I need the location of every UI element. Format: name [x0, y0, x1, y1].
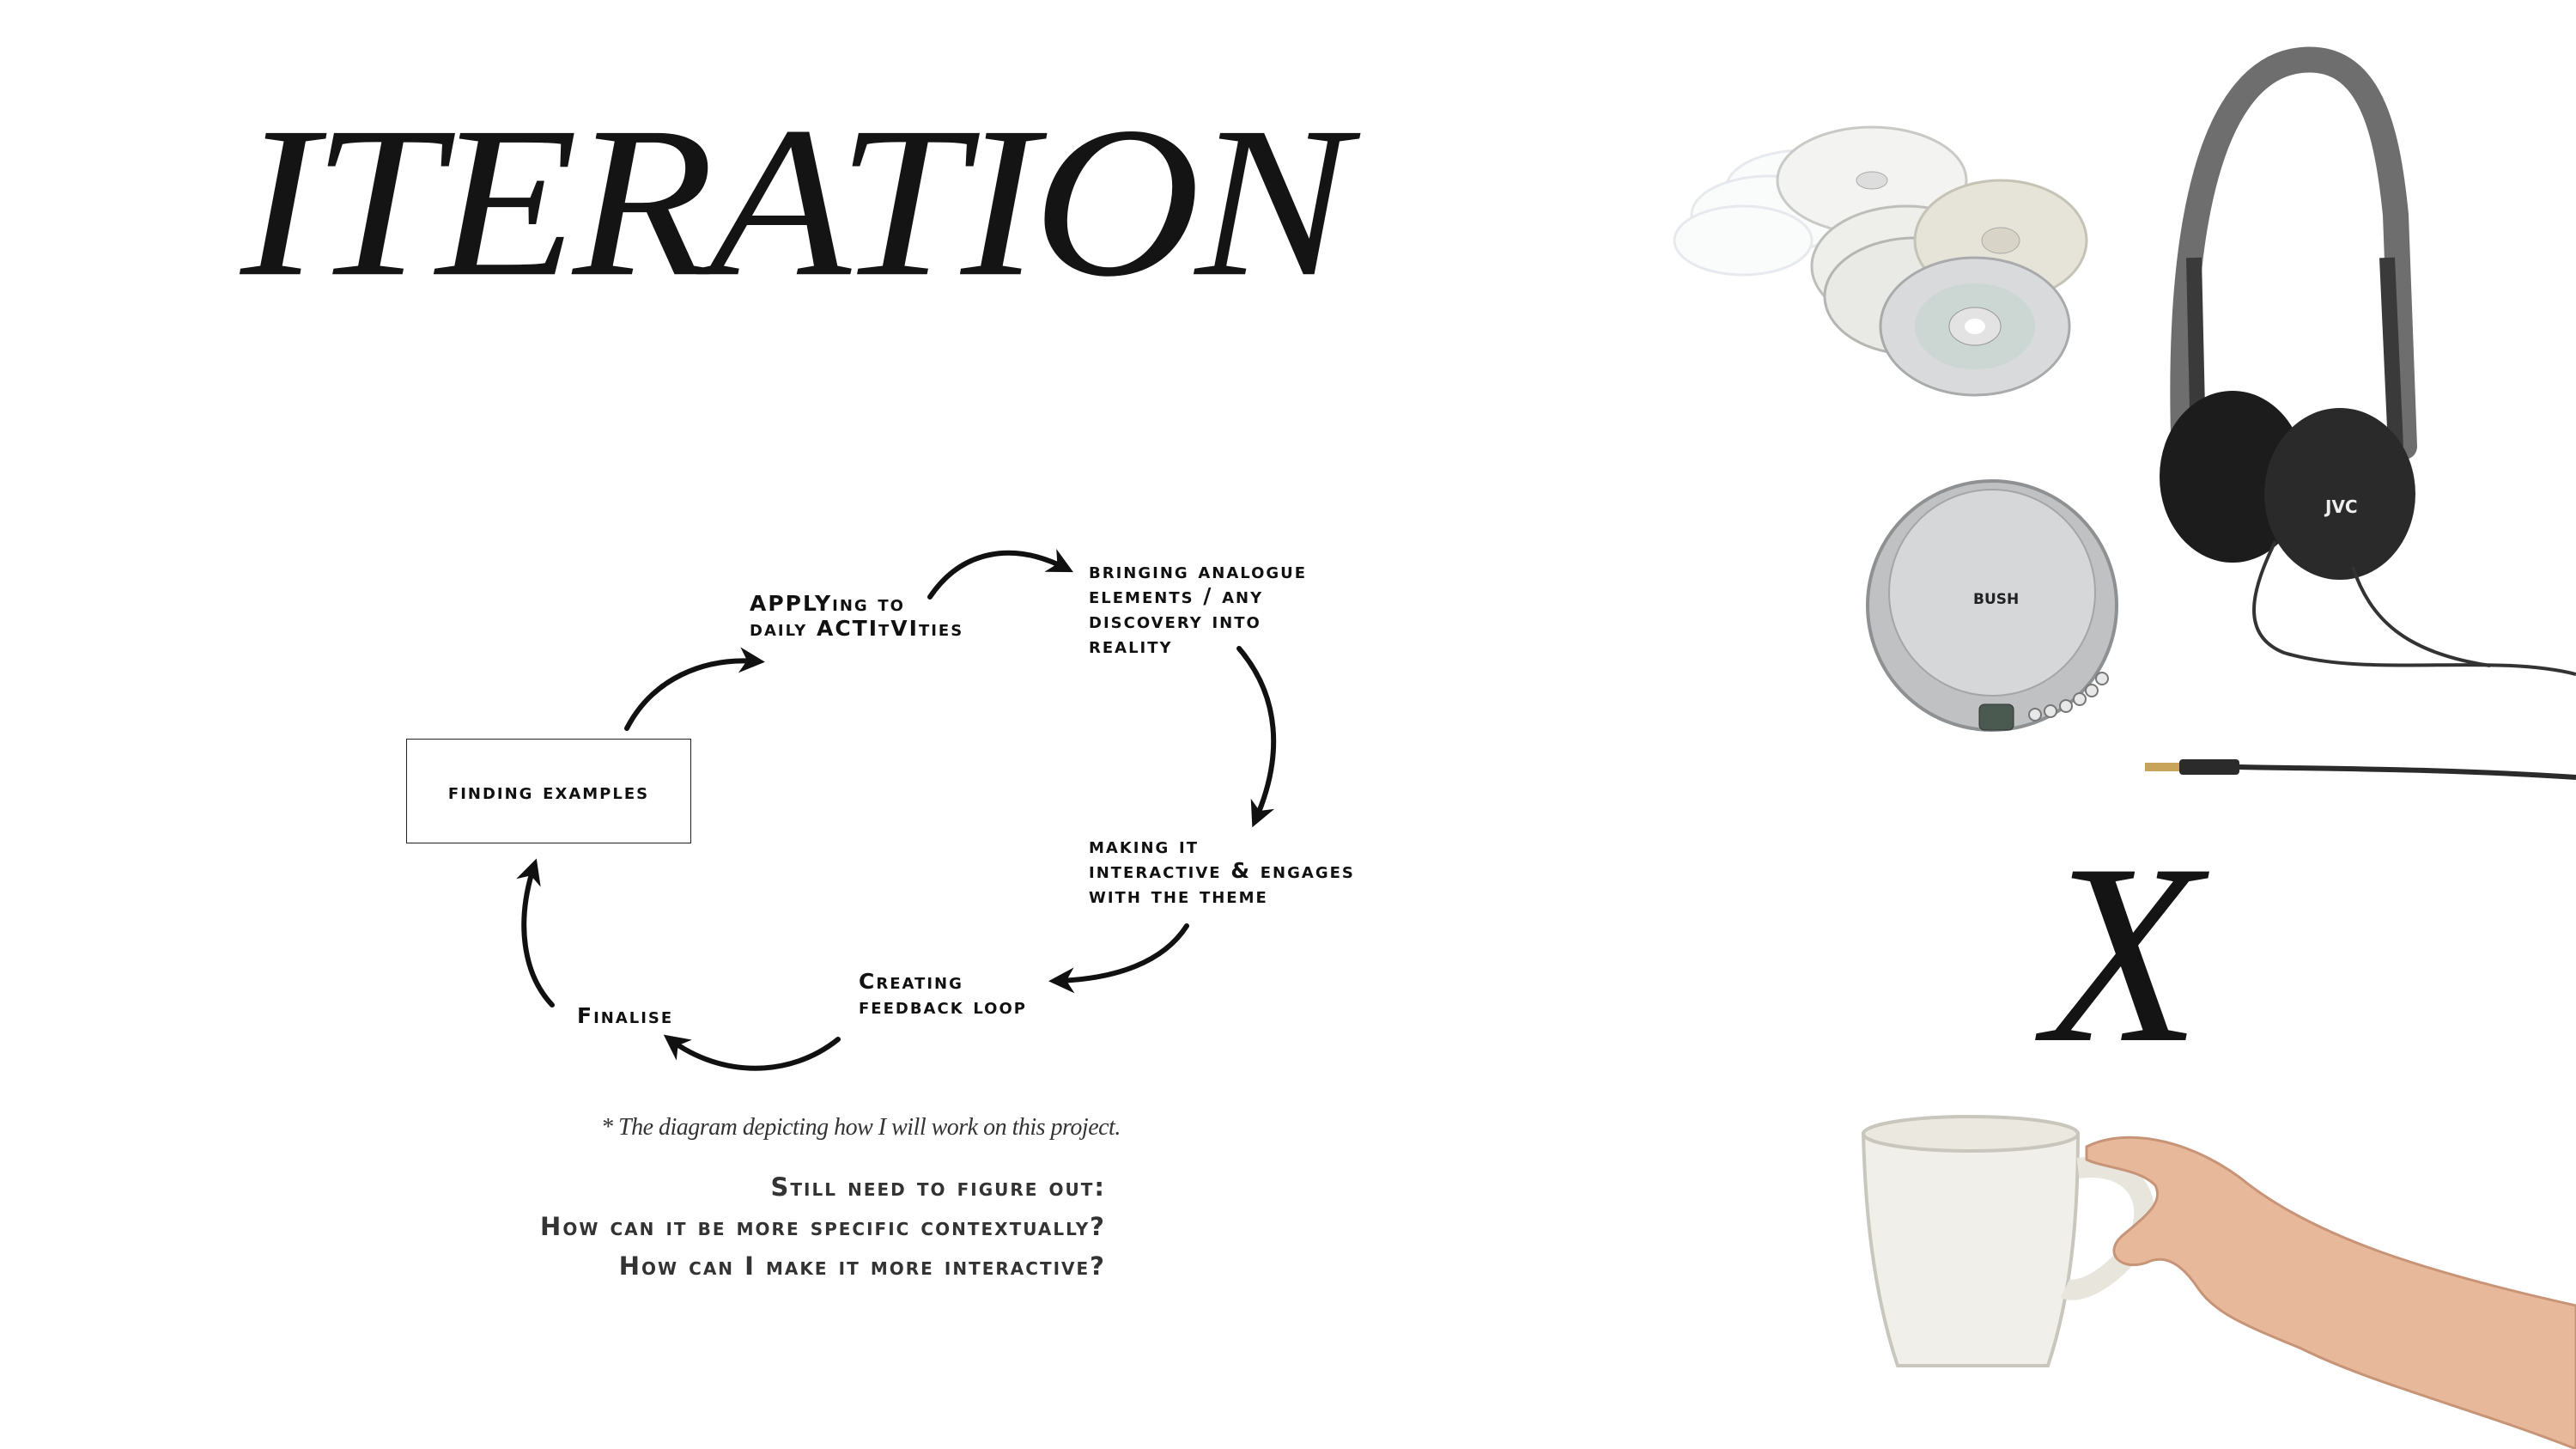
question-interactive: How can I make it more interactive? [618, 1251, 1106, 1281]
node-feedback: Creating feedback loop [859, 969, 1027, 1019]
arrow-interactive-to-feedback [1048, 923, 1189, 994]
arrow-finalise-to-finding [516, 858, 555, 1008]
headphones-icon [2145, 46, 2576, 780]
cd-stack-icon [1673, 125, 2088, 397]
questions-heading: Still need to figure out: [770, 1172, 1106, 1202]
node-finding-examples: finding examples [406, 739, 691, 843]
question-contextual: How can it be more specific contextually… [540, 1212, 1106, 1241]
cross-mark: X [2044, 811, 2202, 1096]
page-title: ITERATION [240, 82, 1350, 322]
mug-in-hand-icon [1861, 1115, 2576, 1449]
arrow-feedback-to-finalise [663, 1034, 841, 1071]
headphones-brand-label: JVC [2325, 496, 2358, 517]
cd-player-icon [1866, 479, 2118, 732]
arrow-finding-to-applying [624, 647, 765, 731]
cd-player-brand-label: BUSH [1973, 591, 2020, 608]
node-finalise: Finalise [577, 1003, 674, 1028]
node-applying: APPLYing to daily ACTItVIties [750, 591, 964, 641]
node-interactive: making it interactive & engages with the… [1089, 833, 1355, 908]
arrow-applying-to-analogue [927, 549, 1073, 600]
arrow-analogue-to-interactive [1236, 646, 1277, 828]
diagram-caption: * The diagram depicting how I will work … [601, 1114, 1121, 1141]
node-analogue: bringing analogue elements / any discove… [1089, 558, 1308, 658]
